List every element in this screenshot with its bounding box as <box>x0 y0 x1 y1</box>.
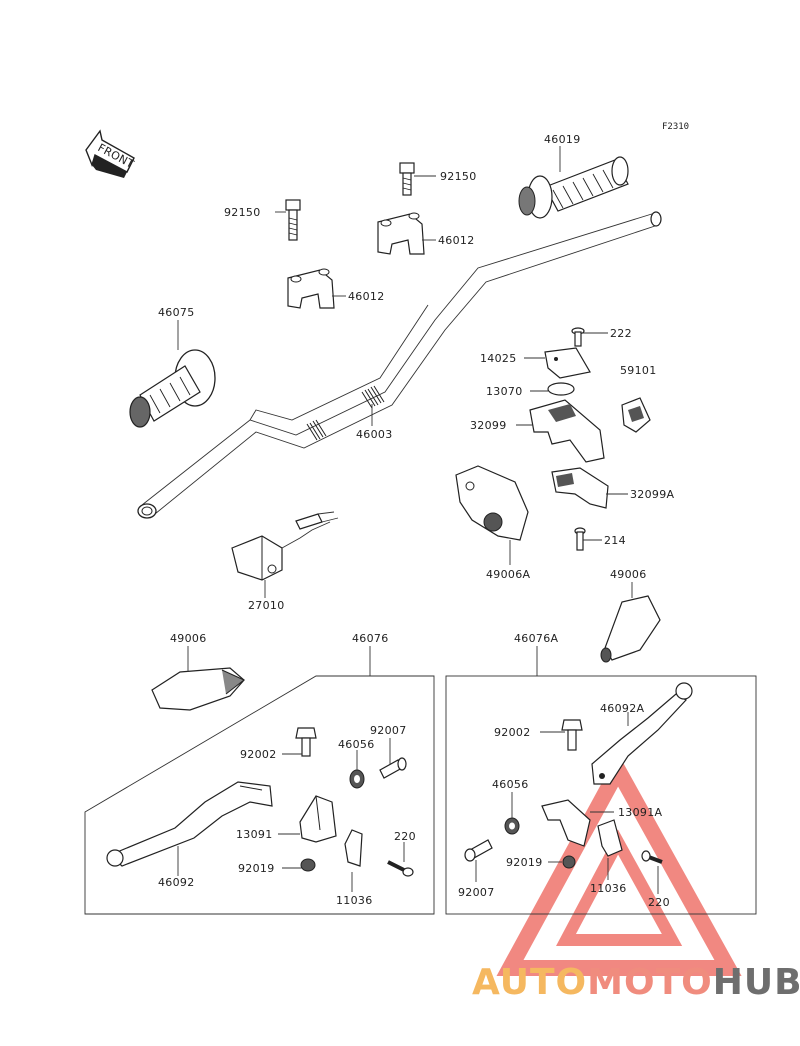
holder-46012-upper-drawing <box>377 212 425 255</box>
label-222: 222 <box>610 327 632 340</box>
holder-46012-lower-drawing <box>287 268 335 309</box>
right-screw-220-drawing <box>641 850 663 864</box>
clip-13070-drawing <box>547 382 575 396</box>
label-32099: 32099 <box>470 419 507 432</box>
left-holder-13091-drawing <box>299 795 337 843</box>
right-holder-13091a-drawing <box>541 799 591 847</box>
left-screw-220-drawing <box>387 860 414 877</box>
switch-27010-drawing <box>231 511 339 581</box>
label-92007-left: 92007 <box>370 724 407 737</box>
right-nut-92019-drawing <box>562 855 576 869</box>
guard-49006-left-drawing <box>151 667 245 711</box>
label-46056-left: 46056 <box>338 738 375 751</box>
label-92150-top: 92150 <box>440 170 477 183</box>
cover-59101-drawing <box>621 397 651 433</box>
label-92002-left: 92002 <box>240 748 277 761</box>
left-nut-92019-drawing <box>300 858 316 872</box>
diagram-code: F2310 <box>662 122 689 132</box>
left-lever-46092-drawing <box>106 781 273 867</box>
bolt-92150-top-drawing <box>399 162 415 196</box>
right-nut-46056-drawing <box>504 817 520 835</box>
watermark-text: AUTOMOTOHUB <box>472 962 800 1003</box>
label-46076: 46076 <box>352 632 389 645</box>
label-220-right: 220 <box>648 896 670 909</box>
label-92019-right: 92019 <box>506 856 543 869</box>
label-46019: 46019 <box>544 133 581 146</box>
label-46012-upper: 46012 <box>438 234 475 247</box>
label-220-left: 220 <box>394 830 416 843</box>
left-adjuster-92007-drawing <box>379 757 407 779</box>
leader-lines <box>177 146 659 894</box>
right-grip-drawing <box>518 156 629 219</box>
label-59101: 59101 <box>620 364 657 377</box>
plate-14025-drawing <box>544 347 591 379</box>
label-49006-right: 49006 <box>610 568 647 581</box>
label-46075: 46075 <box>158 306 195 319</box>
label-92002-right: 92002 <box>494 726 531 739</box>
left-bolt-92002-drawing <box>295 727 317 757</box>
label-27010: 27010 <box>248 599 285 612</box>
right-bolt-92002-drawing <box>561 719 583 751</box>
label-92007-right: 92007 <box>458 886 495 899</box>
label-13070: 13070 <box>486 385 523 398</box>
label-13091a: 13091A <box>618 806 662 819</box>
label-49006a: 49006A <box>486 568 530 581</box>
label-46076a: 46076A <box>514 632 558 645</box>
part-labels: 46019 92150 92150 46012 46012 46075 4600… <box>158 133 674 909</box>
label-46056-right: 46056 <box>492 778 529 791</box>
bolt-92150-left-drawing <box>285 199 301 241</box>
screw-214-drawing <box>574 527 586 551</box>
watermark-hub: HUB <box>713 962 800 1003</box>
watermark-moto: MOTO <box>587 962 713 1003</box>
cover-49006a-drawing <box>455 465 529 541</box>
label-46092: 46092 <box>158 876 195 889</box>
right-adjuster-92007-drawing <box>464 839 493 862</box>
label-214: 214 <box>604 534 626 547</box>
label-32099a: 32099A <box>630 488 674 501</box>
case-32099a-drawing <box>551 467 609 509</box>
right-clamp-11036-drawing <box>597 819 623 857</box>
label-46003: 46003 <box>356 428 393 441</box>
watermark-auto: AUTO <box>472 962 587 1003</box>
screw-222-drawing <box>571 327 585 347</box>
label-46092a: 46092A <box>600 702 644 715</box>
left-assembly-box <box>84 675 435 915</box>
label-11036-left: 11036 <box>336 894 373 907</box>
guard-49006-right-drawing <box>600 595 661 663</box>
left-clamp-11036-drawing <box>344 829 363 867</box>
label-49006-left: 49006 <box>170 632 207 645</box>
front-arrow-icon: FRONT <box>85 129 136 178</box>
label-46012-lower: 46012 <box>348 290 385 303</box>
handlebar-drawing <box>137 211 662 519</box>
watermark-logo <box>496 753 742 976</box>
right-lever-46092a-drawing <box>591 682 693 785</box>
label-13091: 13091 <box>236 828 273 841</box>
label-92019-left: 92019 <box>238 862 275 875</box>
label-92150-left: 92150 <box>224 206 261 219</box>
label-11036-right: 11036 <box>590 882 627 895</box>
label-14025: 14025 <box>480 352 517 365</box>
left-grip-drawing <box>129 349 216 428</box>
case-32099-drawing <box>529 399 605 463</box>
svg-text:AUTOMOTOHUB: AUTOMOTOHUB <box>472 962 800 1003</box>
left-nut-46056-drawing <box>349 769 365 789</box>
right-assembly-box <box>445 675 757 915</box>
